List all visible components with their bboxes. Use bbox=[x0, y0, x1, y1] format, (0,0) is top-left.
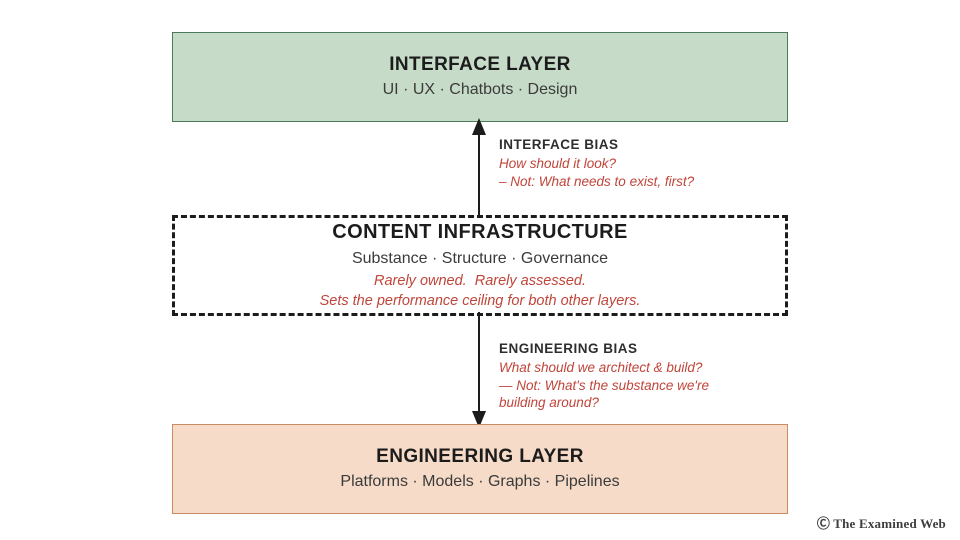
engineering-bias-title: ENGINEERING BIAS bbox=[499, 341, 638, 356]
interface-layer-box: INTERFACE LAYER UI · UX · Chatbots · Des… bbox=[172, 32, 788, 122]
engineering-layer-title: ENGINEERING LAYER bbox=[376, 446, 584, 468]
footer-credit: Ⓒ The Examined Web bbox=[816, 516, 946, 531]
engineering-bias-annotation: ENGINEERING BIAS What should we architec… bbox=[499, 339, 709, 412]
content-infrastructure-note-1: Rarely owned. Rarely assessed. bbox=[374, 273, 586, 290]
interface-layer-subtitle: UI · UX · Chatbots · Design bbox=[382, 80, 578, 98]
content-infrastructure-title: CONTENT INFRASTRUCTURE bbox=[332, 220, 628, 243]
engineering-layer-box: ENGINEERING LAYER Platforms · Models · G… bbox=[172, 424, 788, 514]
interface-bias-title: INTERFACE BIAS bbox=[499, 137, 619, 152]
interface-bias-line-1: How should it look? bbox=[499, 155, 617, 171]
engineering-bias-line-3: building around? bbox=[499, 395, 599, 411]
content-infrastructure-notes: Rarely owned. Rarely assessed. Sets the … bbox=[320, 272, 641, 311]
interface-bias-line-2: – Not: What needs to exist, first? bbox=[499, 173, 695, 189]
upward-arrow bbox=[457, 118, 501, 220]
engineering-bias-line-2: — Not: What's the substance we're bbox=[499, 377, 709, 393]
interface-layer-title: INTERFACE LAYER bbox=[389, 54, 571, 76]
interface-bias-annotation: INTERFACE BIAS How should it look? – Not… bbox=[499, 135, 694, 190]
content-infrastructure-subtitle: Substance · Structure · Governance bbox=[351, 249, 609, 267]
engineering-bias-line-1: What should we architect & build? bbox=[499, 359, 703, 375]
downward-arrow bbox=[457, 312, 501, 428]
content-infrastructure-note-2: Sets the performance ceiling for both ot… bbox=[319, 292, 641, 309]
content-infrastructure-box: CONTENT INFRASTRUCTURE Substance · Struc… bbox=[172, 215, 788, 316]
engineering-layer-subtitle: Platforms · Models · Graphs · Pipelines bbox=[340, 472, 620, 490]
